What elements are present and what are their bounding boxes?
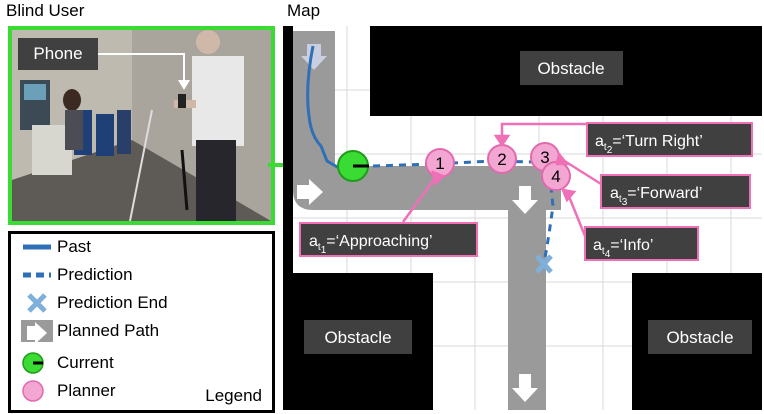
legend-label-prediction: Prediction: [57, 265, 133, 284]
blind-user-photo: Phone: [8, 26, 275, 225]
phone-label: Phone: [33, 44, 83, 63]
map-left-wall: [283, 26, 293, 410]
map: Obstacle Obstacle Obstacle 1 2 3 4: [283, 26, 762, 410]
obstacle-label-right: Obstacle: [666, 328, 733, 347]
svg-text:at4=‘Info’: at4=‘Info’: [593, 237, 653, 260]
obstacle-label-top: Obstacle: [537, 59, 604, 78]
annotation-a1-value: =‘Approaching’: [326, 233, 432, 250]
legend-item-prediction-end: Prediction End: [21, 292, 168, 314]
obstacle-label-box-top: [520, 51, 623, 85]
annotation-a1-sub: t: [318, 242, 321, 253]
annotation-a4-subsub: 4: [605, 249, 611, 260]
annotation-a1-subsub: 1: [321, 245, 327, 256]
green-circle-icon: [22, 352, 44, 374]
map-label: Map: [287, 1, 321, 20]
photo-illustration: [12, 30, 271, 221]
solid-blue-line-icon: [23, 244, 51, 250]
blue-x-mark-icon: [27, 293, 47, 313]
svg-text:at3=‘Forward’: at3=‘Forward’: [610, 185, 702, 208]
legend-item-planned-path: Planned Path: [21, 320, 159, 342]
planner-node-1: 1: [425, 148, 455, 178]
legend-item-current: Current: [21, 352, 114, 374]
annotation-a4-prefix: a: [593, 237, 602, 254]
annotation-a4-value: =‘Info’: [610, 237, 653, 254]
prediction-end-marker: [535, 254, 553, 274]
planner-node-1-label: 1: [435, 154, 444, 173]
obstacle-label-box-right: [648, 320, 752, 354]
annotation-a1-prefix: a: [309, 233, 318, 250]
phone-arrow: [98, 53, 190, 90]
path-arrow-right: [297, 179, 323, 205]
annotation-a3: at3=‘Forward’: [600, 174, 751, 209]
legend-title: Legend: [205, 386, 262, 405]
annotation-a2-sub: t: [604, 142, 607, 153]
legend-item-prediction: Prediction: [21, 264, 133, 286]
past-trajectory: [306, 45, 352, 170]
blind-user-label: Blind User: [6, 1, 85, 20]
legend-panel: Past Prediction Prediction End Planned P…: [8, 231, 275, 413]
annotation-a3-prefix: a: [610, 185, 619, 202]
legend-item-past: Past: [21, 236, 91, 258]
annotation-a3-sub: t: [619, 194, 622, 205]
svg-text:at2=‘Turn Right’: at2=‘Turn Right’: [595, 133, 703, 156]
planner-node-2-label: 2: [497, 150, 506, 169]
planner-node-4-label: 4: [551, 167, 560, 186]
legend-label-planner: Planner: [57, 381, 116, 400]
obstacle-label-box-left: [304, 320, 412, 354]
pink-circle-icon: [22, 380, 44, 402]
gray-arrow-icon: [21, 320, 53, 342]
annotation-a3-value: =‘Forward’: [627, 185, 702, 202]
legend-label-current: Current: [57, 353, 114, 372]
legend-label-prediction-end: Prediction End: [57, 293, 168, 312]
planner-node-2: 2: [487, 144, 517, 174]
annotation-a3-subsub: 3: [622, 197, 628, 208]
legend-label-planned-path: Planned Path: [57, 321, 160, 340]
annotation-a4: at4=‘Info’: [584, 226, 699, 261]
legend-item-planner: Planner: [21, 380, 116, 402]
path-arrow-down-top: [301, 44, 327, 70]
path-arrow-down-mid: [512, 186, 538, 214]
planner-node-4: 4: [541, 161, 571, 191]
annotation-a2-value: =‘Turn Right’: [612, 133, 703, 150]
legend-label-past: Past: [57, 237, 92, 256]
path-arrow-down-bottom: [512, 374, 538, 402]
annotation-a1: at1=‘Approaching’: [299, 222, 478, 257]
annotation-a2-prefix: a: [595, 133, 604, 150]
obstacle-label-left: Obstacle: [324, 328, 391, 347]
annotation-a2-subsub: 2: [607, 145, 613, 156]
planner-node-3-label: 3: [540, 148, 549, 167]
annotation-a4-sub: t: [602, 246, 605, 257]
svg-text:at1=‘Approaching’: at1=‘Approaching’: [309, 233, 433, 256]
annotation-a2: at2=‘Turn Right’: [586, 122, 753, 157]
planned-path: [293, 31, 561, 410]
annotation-arrows: [401, 122, 602, 237]
phone-label-box: Phone: [18, 38, 98, 70]
dashed-blue-line-icon: [23, 272, 51, 278]
